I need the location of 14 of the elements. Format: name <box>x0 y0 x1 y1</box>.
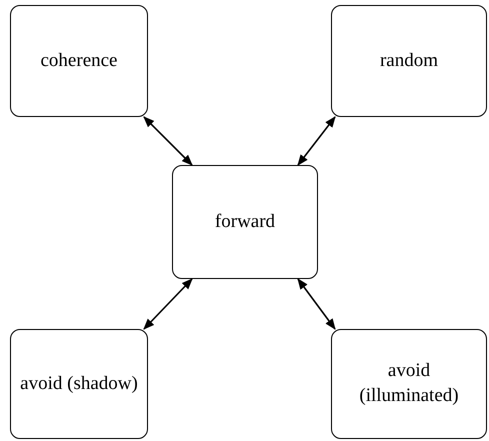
state-box <box>10 329 148 439</box>
state-label: forward <box>214 210 276 234</box>
double-arrow <box>297 116 336 166</box>
state-box <box>331 329 487 439</box>
state-label: avoid (illuminated) <box>358 359 460 408</box>
double-arrow <box>143 116 193 166</box>
state-label: avoid (shadow) <box>20 372 138 396</box>
state-box <box>10 5 148 117</box>
double-arrow <box>143 278 193 330</box>
state-box <box>172 165 318 279</box>
state-box <box>331 5 487 117</box>
state-label: coherence <box>40 48 118 73</box>
double-arrow <box>297 278 336 330</box>
state-label: random <box>380 48 438 73</box>
